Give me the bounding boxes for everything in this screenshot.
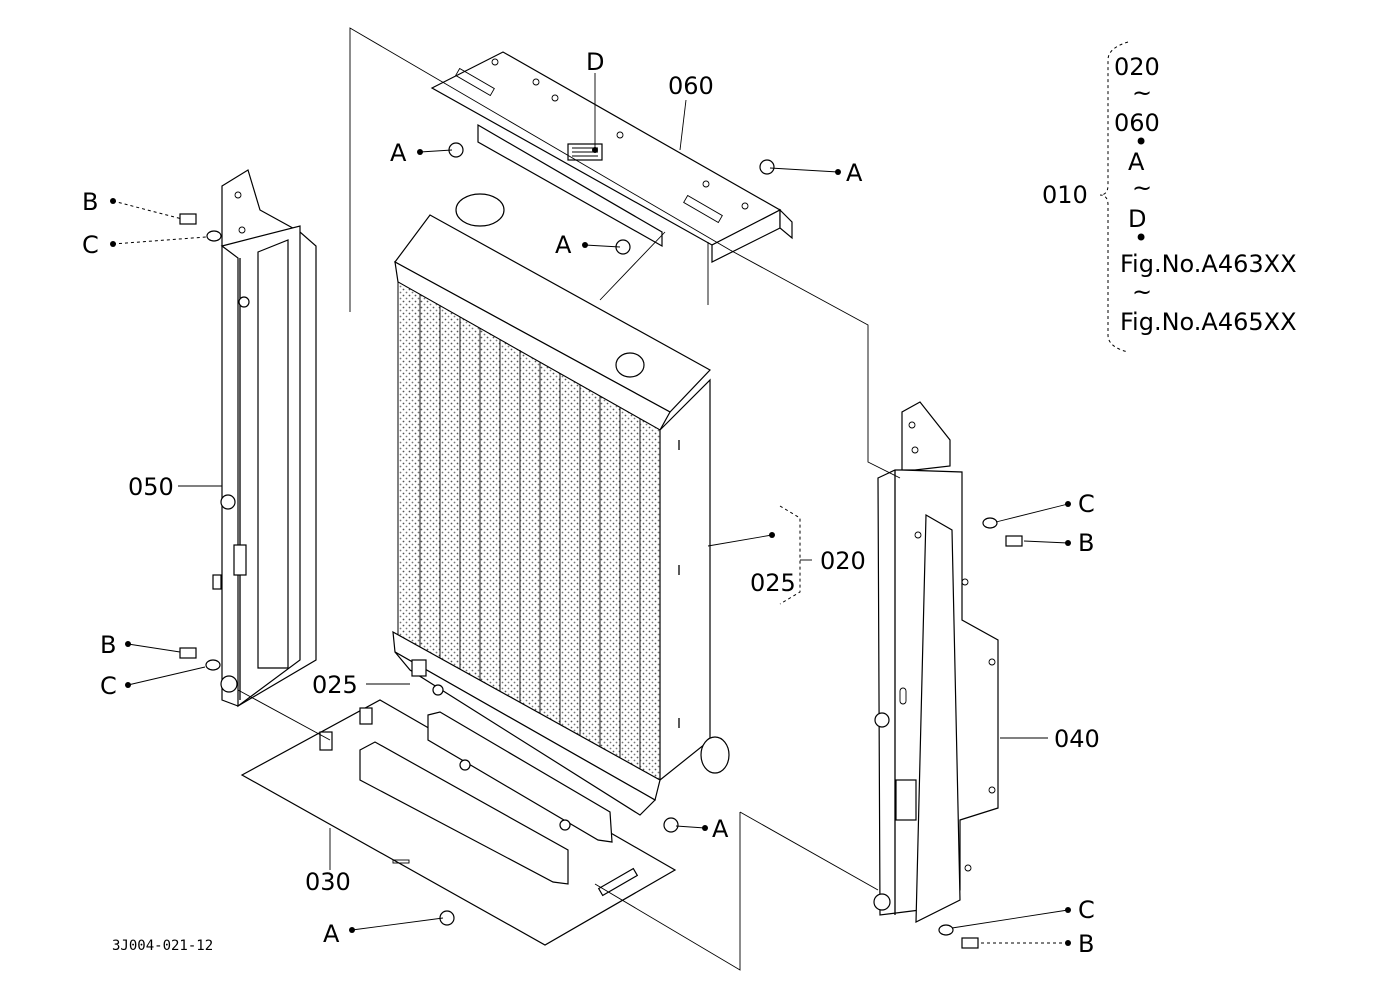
- label-ref-c-left-top: C: [82, 231, 99, 259]
- left-frame-050: [212, 169, 317, 708]
- note-line-d: D: [1128, 205, 1146, 233]
- label-ref-b-right-bottom: B: [1078, 930, 1094, 958]
- drawing-number: 3J004-021-12: [112, 938, 213, 954]
- label-ref-a-mid: A: [555, 231, 572, 259]
- note-line-060: 060: [1114, 109, 1160, 137]
- note-line-020: 020: [1114, 53, 1160, 81]
- top-bracket-060: [430, 51, 793, 263]
- callout-labels: 060 D A A A B C 050 B C 025 030 A A 020 …: [82, 48, 1100, 958]
- assembly-note: 020 ~ 060 • A ~ D • Fig.No.A463XX ~ Fig.…: [1114, 53, 1297, 336]
- label-part-040: 040: [1054, 725, 1100, 753]
- label-ref-c-right-bottom: C: [1078, 896, 1095, 924]
- note-tilde-2: ~: [1132, 174, 1152, 202]
- label-part-050: 050: [128, 473, 174, 501]
- note-bullet-1: •: [1134, 128, 1148, 156]
- label-ref-c-right-top: C: [1078, 490, 1095, 518]
- right-frame-040: [873, 401, 999, 923]
- note-line-a: A: [1128, 148, 1145, 176]
- label-part-025-left: 025: [312, 671, 358, 699]
- assembly-lines: [237, 27, 901, 971]
- note-fig-start: Fig.No.A463XX: [1120, 250, 1297, 278]
- note-tilde-1: ~: [1132, 79, 1152, 107]
- label-ref-a-top-right: A: [846, 159, 863, 187]
- label-ref-b-left-top: B: [82, 188, 98, 216]
- label-ref-a-bottom-right: A: [712, 815, 729, 843]
- label-part-060: 060: [668, 72, 714, 100]
- label-ref-c-left-bottom: C: [100, 672, 117, 700]
- label-ref-b-right-top: B: [1078, 529, 1094, 557]
- label-part-020-right: 020: [820, 547, 866, 575]
- label-ref-a-top-left: A: [390, 139, 407, 167]
- note-fig-end: Fig.No.A465XX: [1120, 308, 1297, 336]
- label-ref-a-bottom: A: [323, 920, 340, 948]
- fasteners: [179, 142, 1023, 949]
- bottom-plate-030: [240, 699, 677, 946]
- leader-lines: [110, 41, 1129, 946]
- note-tilde-3: ~: [1132, 278, 1152, 306]
- label-ref-b-left-bottom: B: [100, 631, 116, 659]
- note-bullet-2: •: [1134, 224, 1148, 252]
- label-ref-d: D: [586, 48, 604, 76]
- label-part-025-right: 025: [750, 569, 796, 597]
- label-part-030: 030: [305, 868, 351, 896]
- radiator-020: [392, 193, 730, 816]
- label-part-010: 010: [1042, 181, 1088, 209]
